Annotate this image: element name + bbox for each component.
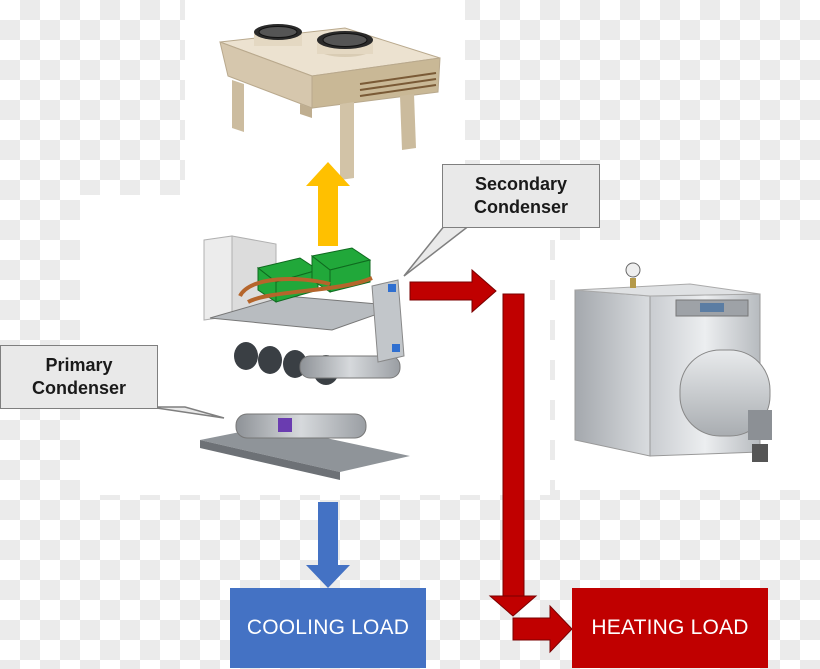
dry-cooler-arrow <box>306 162 350 246</box>
compressor-rack <box>200 235 410 480</box>
secondary-label-line1: Secondary <box>474 174 568 194</box>
heating-load-label: HEATING LOAD <box>591 616 749 639</box>
cooling-load-label: COOLING LOAD <box>246 616 410 639</box>
boiler-unit <box>574 262 772 462</box>
primary-label-line1: Primary <box>45 355 113 375</box>
secondary-label-line2: Condenser <box>473 197 569 217</box>
cooling-flow-arrow <box>306 502 350 588</box>
secondary-callout-tail <box>403 224 473 277</box>
heating-flow-arrow <box>409 268 573 654</box>
primary-label-line2: Condenser <box>31 378 127 398</box>
cooling-load-box: COOLING LOAD <box>230 588 426 668</box>
heating-load-box: HEATING LOAD <box>572 588 768 668</box>
dry-cooler-unit <box>219 24 441 180</box>
primary-callout-tail <box>149 406 225 419</box>
secondary-condenser-callout: Secondary Condenser <box>442 164 600 228</box>
primary-condenser-callout: Primary Condenser <box>0 345 158 409</box>
